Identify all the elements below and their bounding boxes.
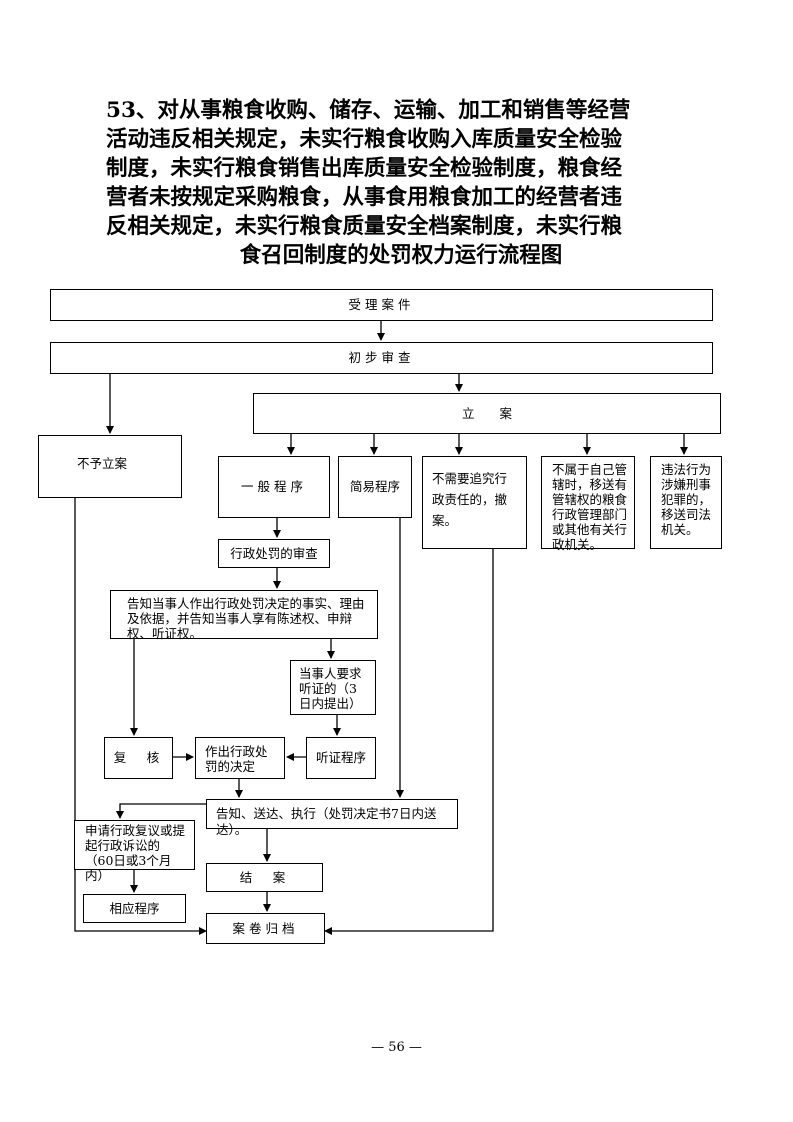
arrow-nofile-to-archive	[74, 498, 207, 935]
node-transfer-judicial: 违法行为涉嫌刑事犯罪的，移送司法机关。	[650, 456, 722, 549]
node-notify-party-label: 告知当事人作出行政处罚决定的事实、理由及依据，并告知当事人享有陈述权、申辩权、听…	[127, 596, 365, 641]
node-preliminary-review-label: 初步审查	[348, 350, 415, 365]
title-line-3: 制度，未实行粮食销售出库质量安全检验制度，粮食经	[106, 156, 623, 181]
node-no-file-case-label: 不予立案	[77, 456, 128, 471]
node-simple-procedure-label: 简易程序	[349, 479, 400, 494]
node-penalty-review: 行政处罚的审查	[218, 539, 330, 568]
arrow-withdraw-to-archive	[324, 549, 494, 935]
node-apply-reconsideration: 申请行政复议或提起行政诉讼的（60日或3个月内）	[74, 820, 195, 883]
node-notify-party: 告知当事人作出行政处罚决定的事实、理由及依据，并告知当事人享有陈述权、申辩权、听…	[110, 590, 378, 641]
node-re-examine: 复 核	[104, 737, 173, 779]
node-hearing-procedure-label: 听证程序	[315, 750, 366, 765]
node-corresponding-procedure-label: 相应程序	[109, 900, 160, 916]
title-line-6: 食召回制度的处罚权力运行流程图	[239, 243, 563, 268]
node-withdraw-case: 不需要追究行政责任的，撤案。	[422, 456, 527, 549]
node-make-decision-label: 作出行政处罚的决定	[205, 744, 268, 774]
node-no-file-case: 不予立案	[38, 435, 182, 498]
node-archive-label: 案卷归档	[232, 920, 299, 936]
node-notify-deliver-execute: 告知、送达、执行（处罚决定书7日内送达）。	[206, 799, 458, 837]
node-simple-procedure: 简易程序	[338, 456, 412, 518]
node-transfer-admin: 不属于自己管辖时，移送有管辖权的粮食行政管理部门或其他有关行政机关。	[541, 456, 635, 552]
node-general-procedure: 一般程序	[218, 456, 330, 518]
page-number: — 56 —	[371, 1040, 422, 1055]
title-line-4: 营者未按规定采购粮食，从事食用粮食加工的经营者违	[106, 185, 623, 210]
arrow-notify-deliver-to-reconsideration	[116, 803, 206, 819]
node-transfer-judicial-label: 违法行为涉嫌刑事犯罪的，移送司法机关。	[661, 462, 712, 537]
node-general-procedure-label: 一般程序	[240, 479, 307, 494]
node-accept-case-label: 受理案件	[348, 297, 415, 312]
node-hearing-request: 当事人要求听证的（3日内提出）	[290, 660, 376, 715]
node-file-case-label: 立 案	[461, 405, 512, 421]
node-make-decision: 作出行政处罚的决定	[195, 737, 285, 779]
node-corresponding-procedure: 相应程序	[83, 894, 186, 923]
node-transfer-admin-label: 不属于自己管辖时，移送有管辖权的粮食行政管理部门或其他有关行政机关。	[552, 462, 628, 552]
node-re-examine-label: 复 核	[113, 750, 164, 765]
node-withdraw-case-label: 不需要追究行政责任的，撤案。	[432, 471, 508, 528]
title-line-5: 反相关规定，未实行粮食质量安全档案制度，未实行粮	[106, 214, 623, 239]
node-close-case: 结 案	[206, 863, 323, 892]
node-close-case-label: 结 案	[239, 869, 290, 885]
node-notify-deliver-execute-label: 告知、送达、执行（处罚决定书7日内送达）。	[216, 806, 437, 837]
node-hearing-procedure: 听证程序	[306, 737, 376, 779]
title-line-1: 53、对从事粮食收购、储存、运输、加工和销售等经营	[106, 98, 631, 123]
node-penalty-review-label: 行政处罚的审查	[230, 545, 318, 561]
node-accept-case: 受理案件	[50, 289, 713, 321]
page-title: 53、对从事粮食收购、储存、运输、加工和销售等经营 活动违反相关规定，未实行粮食…	[106, 96, 696, 270]
node-archive: 案卷归档	[206, 913, 325, 944]
node-file-case: 立 案	[253, 393, 721, 434]
title-line-2: 活动违反相关规定，未实行粮食收购入库质量安全检验	[106, 127, 623, 152]
node-hearing-request-label: 当事人要求听证的（3日内提出）	[299, 666, 362, 711]
node-preliminary-review: 初步审查	[50, 342, 713, 374]
node-apply-reconsideration-label: 申请行政复议或提起行政诉讼的（60日或3个月内）	[85, 823, 186, 883]
